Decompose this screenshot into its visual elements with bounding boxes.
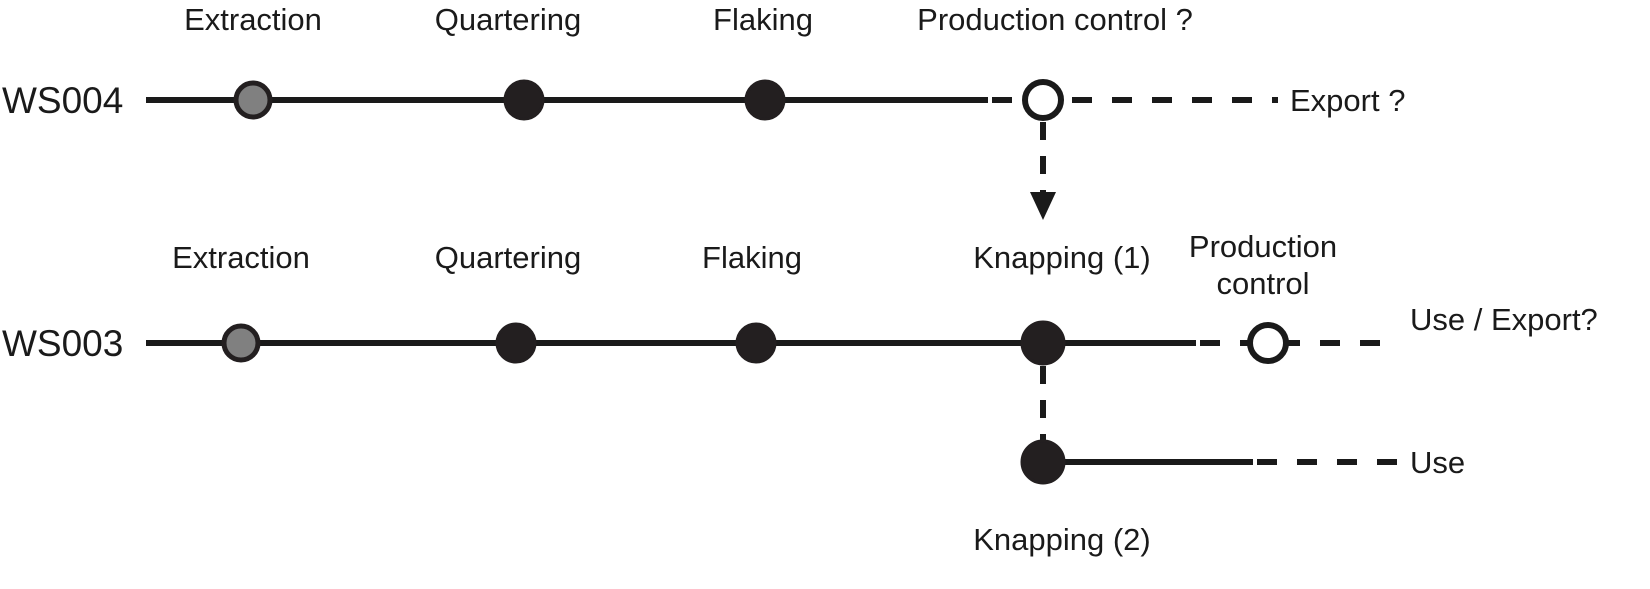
- node-ws003-knapping-1[interactable]: [1020, 320, 1066, 366]
- stage-label-ws004-quartering: Quartering: [435, 2, 581, 37]
- node-ws003-production-control[interactable]: [1247, 322, 1289, 364]
- stage-label-ws004-production-control: Production control ?: [917, 2, 1193, 37]
- stage-label-ws003-extraction: Extraction: [172, 240, 310, 275]
- node-ws004-production-control[interactable]: [1022, 79, 1064, 121]
- stage-label-ws003-production-control: Production control: [1189, 229, 1337, 301]
- production-control-line-1: Production: [1189, 229, 1337, 264]
- row-label-ws004: WS004: [2, 80, 123, 121]
- row-label-ws003: WS003: [2, 323, 123, 364]
- branch-knapping-2: Use Knapping (2): [973, 366, 1465, 557]
- stage-label-ws003-flaking: Flaking: [702, 240, 802, 275]
- production-control-line-2: control: [1216, 266, 1309, 301]
- node-ws004-extraction[interactable]: [233, 80, 273, 120]
- terminal-label-ws003: Use / Export?: [1410, 302, 1598, 337]
- row-ws004: WS004 Extraction Quartering Flaking Prod…: [2, 2, 1405, 121]
- stage-label-ws003-quartering: Quartering: [435, 240, 581, 275]
- node-ws003-flaking[interactable]: [735, 322, 777, 364]
- terminal-label-branch: Use: [1410, 445, 1465, 480]
- node-ws003-quartering[interactable]: [495, 322, 537, 364]
- connector-arrowhead-icon: [1030, 192, 1056, 220]
- stage-label-ws004-flaking: Flaking: [713, 2, 813, 37]
- stage-label-ws004-extraction: Extraction: [184, 2, 322, 37]
- row-ws003: WS003 Extraction Quartering Flaking Knap…: [2, 229, 1598, 366]
- node-ws003-extraction[interactable]: [221, 323, 261, 363]
- stage-label-knapping-2: Knapping (2): [973, 522, 1151, 557]
- connector-ws004-to-ws003: [1030, 122, 1056, 220]
- node-knapping-2[interactable]: [1020, 439, 1066, 485]
- node-ws004-flaking[interactable]: [744, 79, 786, 121]
- stage-label-ws003-knapping-1: Knapping (1): [973, 240, 1151, 275]
- terminal-label-ws004: Export ?: [1290, 83, 1405, 118]
- node-ws004-quartering[interactable]: [503, 79, 545, 121]
